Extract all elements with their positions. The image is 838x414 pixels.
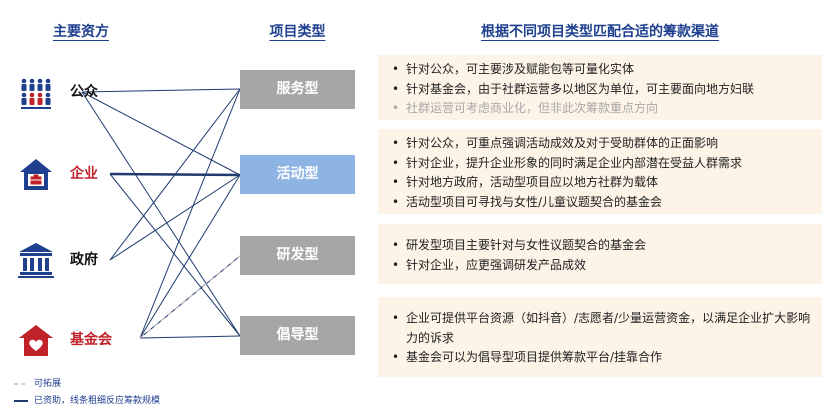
legend-solid: 已资助，线条粗细反应筹款规模 — [14, 395, 160, 407]
legend-solid-label: 已资助，线条粗细反应筹款规模 — [34, 396, 161, 406]
type-activity: 活动型 — [240, 155, 355, 194]
panel-activity-item: 针对企业，提升企业形象的同时满足企业内部潜在受益人群需求 — [386, 154, 814, 174]
source-public: 公众 — [16, 72, 176, 112]
panel-research-item: 针对企业，应更强调研发产品成效 — [386, 256, 814, 276]
government-building-icon — [18, 243, 54, 278]
panel-advocacy-item: 基金会可以为倡导型项目提供筹款平台/挂靠合作 — [386, 348, 814, 368]
dashed-line-swatch — [14, 382, 28, 385]
source-label-public: 公众 — [70, 84, 98, 100]
source-label-government: 政府 — [70, 252, 98, 268]
panel-research-item: 研发型项目主要针对与女性议题契合的基金会 — [386, 236, 814, 256]
link-government-activity — [109, 174, 241, 261]
panel-service-item: 针对公众，可主要涉及赋能包等可量化实体 — [386, 60, 814, 80]
link-foundation-service — [139, 88, 241, 339]
panel-service: 针对公众，可主要涉及赋能包等可量化实体 针对基金会，由于社群运营多以地区为单位，… — [378, 55, 822, 120]
panel-research: 研发型项目主要针对与女性议题契合的基金会 针对企业，应更强调研发产品成效 — [378, 224, 822, 284]
link-public-advocacy — [81, 91, 241, 337]
link-government-service — [109, 88, 241, 261]
type-service: 服务型 — [240, 70, 355, 109]
source-label-enterprise: 企业 — [70, 166, 98, 182]
panel-advocacy-item: 企业可提供平台资源（如抖音）/志愿者/少量运营资金，以满足企业扩大影响力的诉求 — [386, 309, 814, 348]
panel-activity: 针对公众，可重点强调活动成效及对于受助群体的正面影响 针对企业，提升企业形象的同… — [378, 129, 822, 214]
header-channels: 根据不同项目类型匹配合适的筹款渠道 — [481, 24, 719, 40]
source-enterprise: 企业 — [16, 154, 176, 194]
type-advocacy: 倡导型 — [240, 316, 355, 355]
panel-service-item: 针对基金会，由于社群运营多以地区为单位，可主要面向地方妇联 — [386, 80, 814, 100]
panel-activity-item: 活动型项目可寻找与女性/儿童议题契合的基金会 — [386, 193, 814, 213]
people-group-icon — [21, 78, 51, 109]
legend-dashed: 可拓展 — [14, 378, 61, 390]
source-label-foundation: 基金会 — [70, 332, 112, 348]
link-public-activity — [81, 91, 241, 176]
panel-advocacy: 企业可提供平台资源（如抖音）/志愿者/少量运营资金，以满足企业扩大影响力的诉求 … — [378, 297, 822, 377]
solid-line-swatch — [14, 399, 28, 402]
panel-activity-item: 针对公众，可重点强调活动成效及对于受助群体的正面影响 — [386, 134, 814, 154]
type-research: 研发型 — [240, 236, 355, 275]
link-foundation-activity — [139, 174, 241, 339]
header-sources: 主要资方 — [53, 24, 109, 40]
foundation-heart-house-icon — [19, 325, 53, 356]
link-foundation-advocacy — [139, 335, 241, 339]
header-types: 项目类型 — [269, 24, 326, 40]
link-public-service — [81, 88, 241, 93]
company-building-icon — [20, 159, 52, 190]
panel-service-item-muted: 社群运营可考虑商业化，但非此次筹款重点方向 — [386, 99, 814, 119]
link-enterprise-advocacy — [109, 173, 241, 337]
source-government: 政府 — [16, 240, 176, 280]
panel-activity-item: 针对地方政府，活动型项目应以地方社群为载体 — [386, 173, 814, 193]
link-foundation-research-dashed — [139, 255, 241, 339]
source-foundation: 基金会 — [16, 320, 176, 360]
legend-dashed-label: 可拓展 — [34, 379, 62, 389]
